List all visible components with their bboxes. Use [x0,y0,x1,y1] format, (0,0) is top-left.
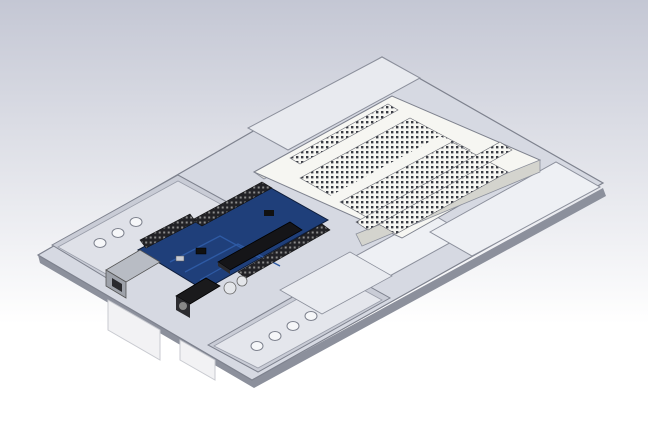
power-rail-back [289,103,399,165]
capacitor-2 [236,275,248,287]
rear-header[interactable] [139,213,197,249]
breadboard[interactable] [252,95,542,247]
power-jack-opening [179,302,187,310]
reset-button [264,210,274,216]
center-panel [279,251,393,315]
support-bracket-right [179,339,216,381]
crystal [175,255,185,262]
microcontroller-board[interactable] [105,181,331,318]
support-bracket [107,299,161,361]
front-rail-holes [250,311,318,351]
usb-port-opening [112,278,122,292]
digital-header[interactable] [191,181,273,227]
microcontroller-chip-side [218,262,230,274]
voltage-regulator [195,247,207,255]
left-rail-holes [93,217,143,248]
power-rail-front [355,141,513,231]
back-rail [246,56,422,151]
capacitor [223,281,237,295]
lower-right-panel-b[interactable] [428,161,602,257]
